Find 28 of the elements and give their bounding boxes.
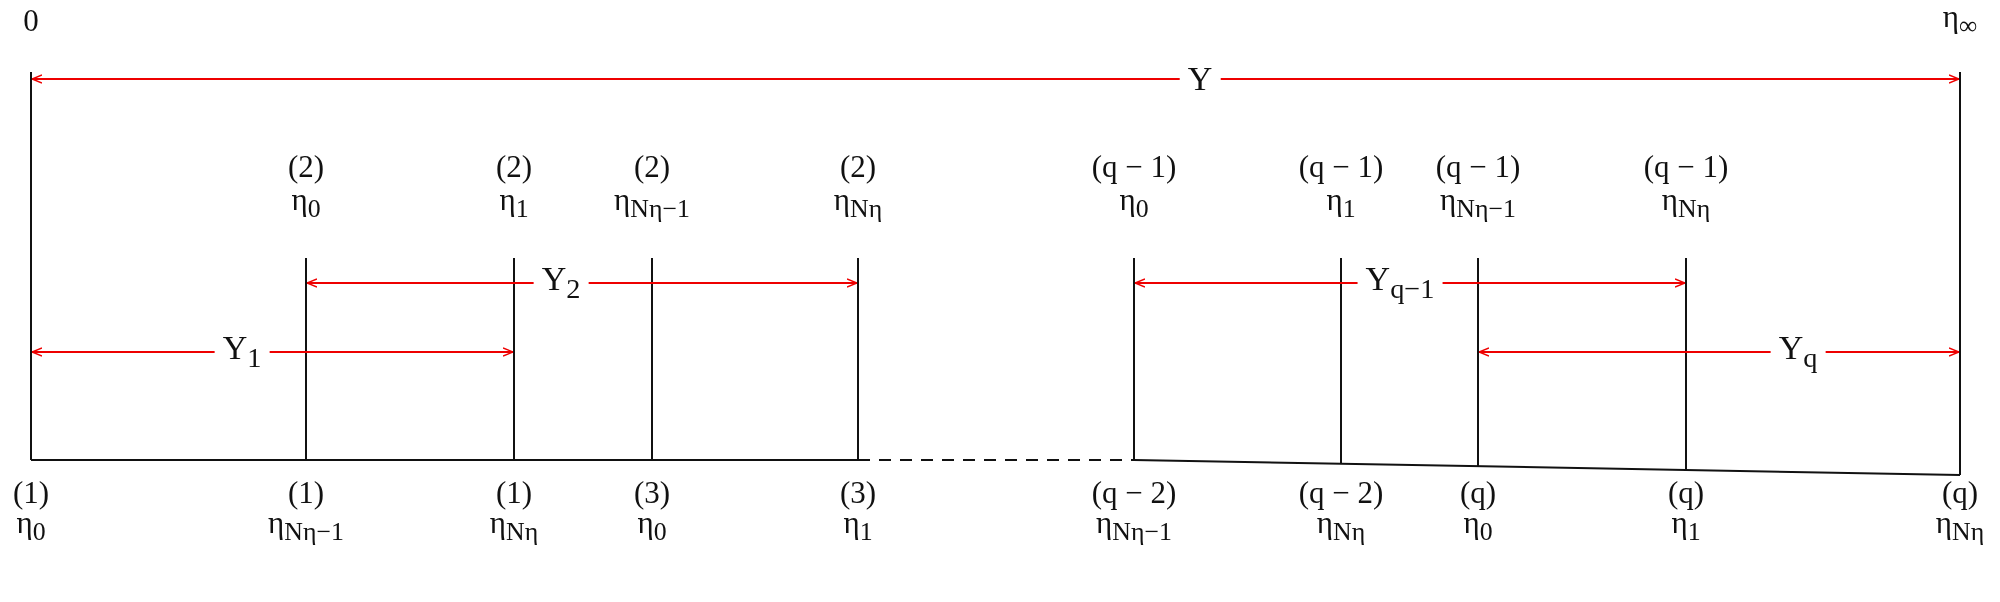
grid-point-label: (1): [12, 476, 50, 508]
grid-point-label: (q − 2): [1298, 476, 1384, 508]
grid-point-label: η$_{Nη−1}$: [1440, 184, 1516, 222]
grid-point-label: η$_{Nη−1}$: [614, 184, 690, 222]
grid-point-label: (3): [633, 476, 671, 508]
grid-point-label: (q): [1459, 476, 1497, 508]
grid-point-label: (2): [495, 150, 533, 182]
grid-point-label: η$_{Nη}$: [1661, 184, 1711, 222]
grid-point-label: η$_{0}$: [1119, 184, 1149, 222]
grid-point-label: η$_{∞}$: [1942, 1, 1978, 39]
grid-point-label: (q): [1941, 476, 1979, 508]
grid-point-label: η$_{0}$: [291, 184, 321, 222]
grid-point-label: η$_{Nη}$: [833, 184, 883, 222]
grid-point-label: η$_{1}$: [1326, 184, 1356, 222]
grid-point-label: (q − 1): [1643, 150, 1729, 182]
grid-point-label: 0: [23, 4, 39, 36]
grid-point-label: (q): [1667, 476, 1705, 508]
grid-point-label: (1): [495, 476, 533, 508]
grid-point-label: η$_{1}$: [499, 184, 529, 222]
grid-point-label: (1): [287, 476, 325, 508]
grid-point-label: (2): [287, 150, 325, 182]
grid-point-label: (q − 1): [1091, 150, 1177, 182]
grid-point-label: (q − 2): [1091, 476, 1177, 508]
grid-point-label: (2): [633, 150, 671, 182]
grid-point-label: (q − 1): [1435, 150, 1521, 182]
grid-point-label: (q − 1): [1298, 150, 1384, 182]
grid-point-label: (3): [839, 476, 877, 508]
grid-point-label: (2): [839, 150, 877, 182]
